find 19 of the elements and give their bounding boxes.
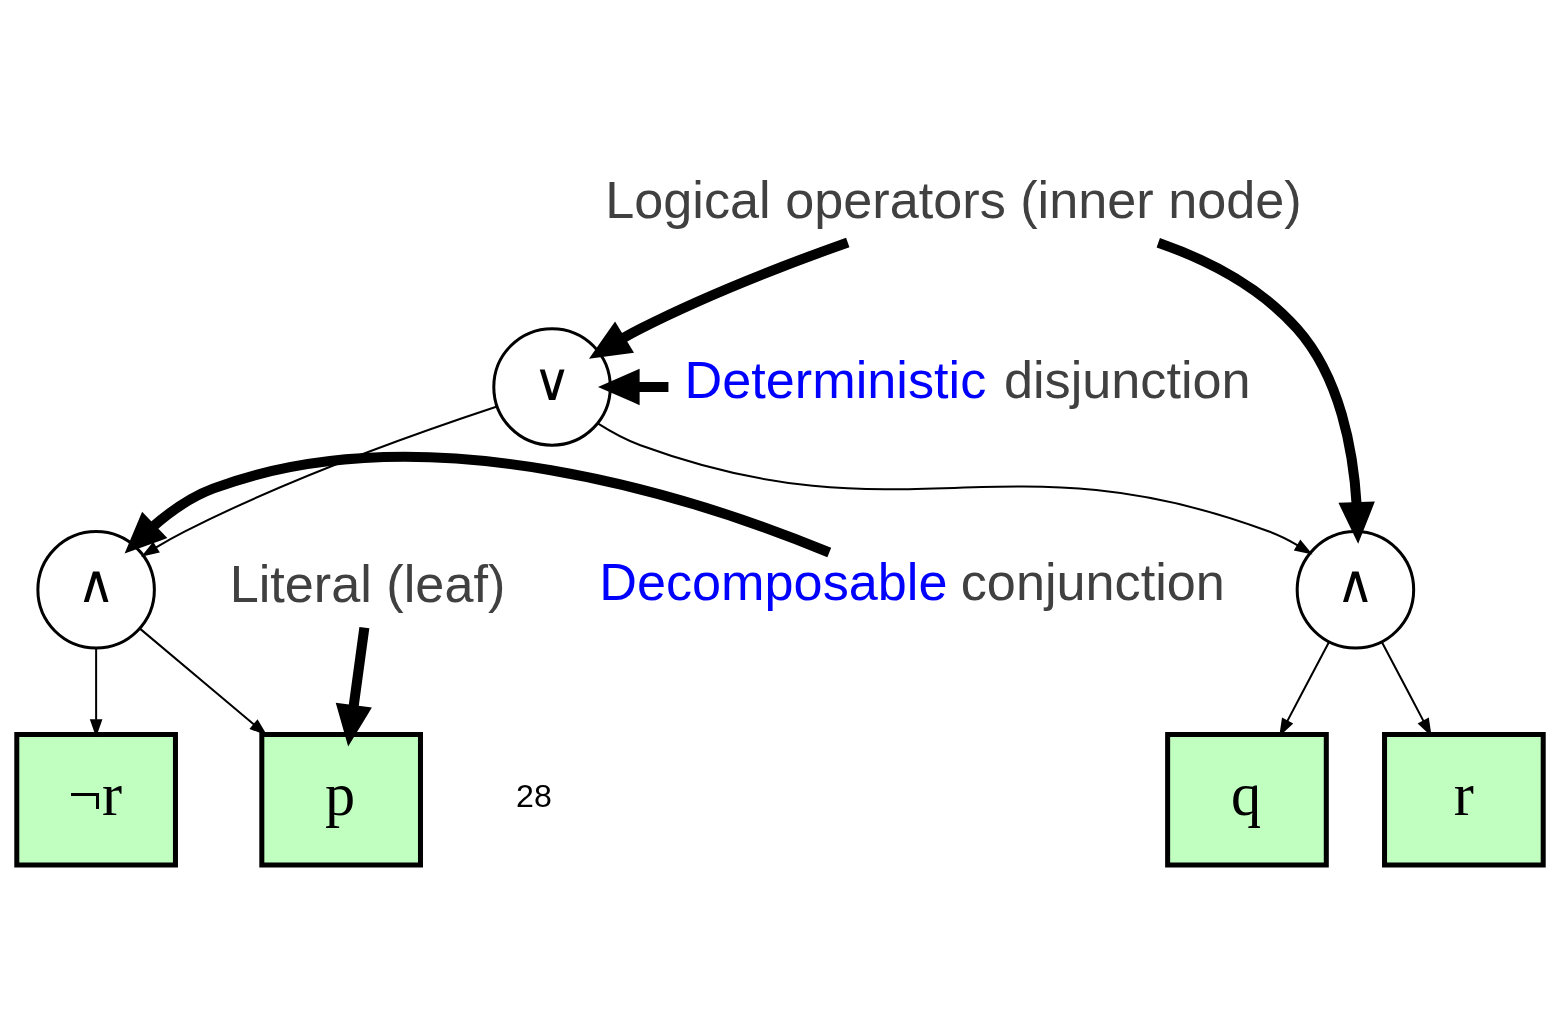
arrow — [335, 627, 372, 747]
node-text: Deterministic disjunction — [684, 350, 1251, 409]
node-circle: ∧ — [36, 530, 156, 650]
node-text: Decomposable conjunction — [599, 553, 1225, 612]
arrow — [1156, 237, 1375, 544]
node-text: Logical operators (inner node) — [605, 170, 1302, 229]
arrow — [124, 452, 832, 558]
arrow — [141, 405, 498, 557]
arrow — [598, 368, 669, 406]
arrow — [597, 422, 1313, 555]
arrow — [139, 627, 268, 736]
node-text: Literal (leaf) — [229, 555, 506, 614]
node-box: p — [259, 731, 423, 868]
node-circle: ∨ — [492, 327, 612, 447]
arrow — [588, 237, 850, 359]
node-box: r — [1382, 731, 1546, 868]
node-box: q — [1165, 731, 1329, 868]
label: 28 — [516, 778, 552, 815]
node-box: ¬r — [14, 731, 178, 868]
